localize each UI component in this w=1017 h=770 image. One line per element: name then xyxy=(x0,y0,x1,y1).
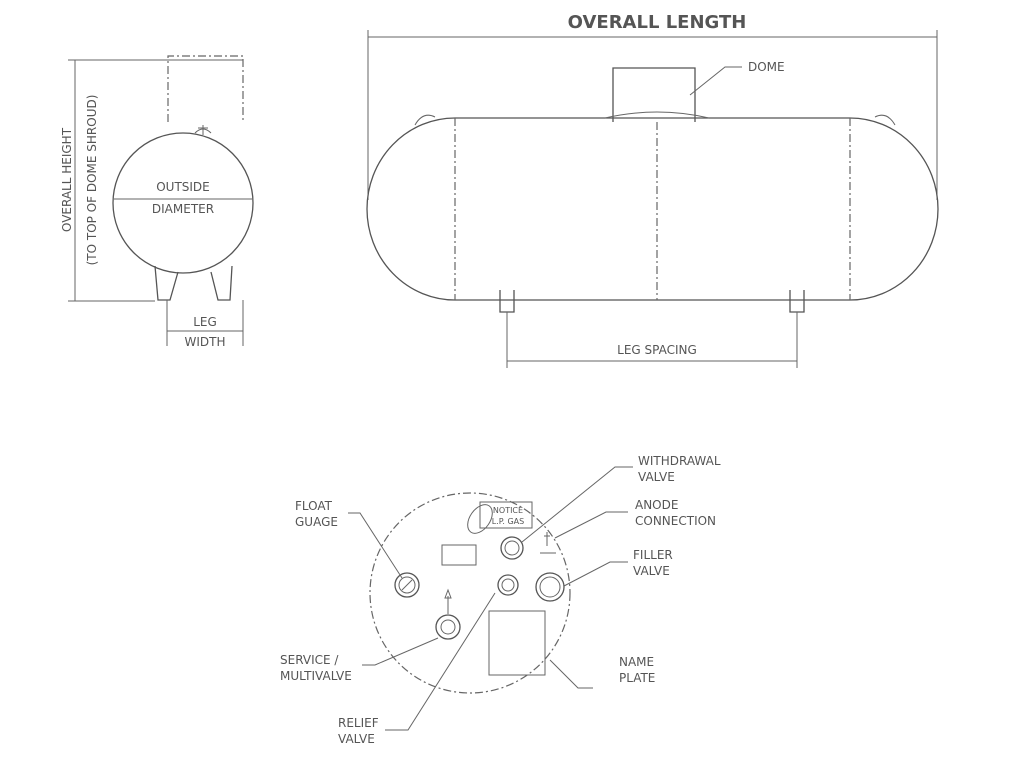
anode-icon xyxy=(540,532,556,554)
overall-height-note: (TO TOP OF DOME SHROUD) xyxy=(85,95,99,266)
filler-valve-label: FILLER xyxy=(633,548,673,562)
leg-label: LEG xyxy=(193,315,217,329)
overall-height-label: OVERALL HEIGHT xyxy=(60,127,74,232)
name-plate xyxy=(488,610,546,676)
tank-legs xyxy=(154,265,233,301)
notice-tag-hanger xyxy=(467,504,493,534)
withdrawal-valve-fitting xyxy=(500,536,524,560)
withdrawal-valve-leader xyxy=(521,466,633,543)
float-gauge-label: FLOAT xyxy=(295,499,333,513)
overall-length-label: OVERALL LENGTH xyxy=(568,12,747,33)
filler-valve-label-2: VALVE xyxy=(633,564,670,578)
relief-valve-label: RELIEF xyxy=(338,716,379,730)
side-view: OVERALL LENGTH DOME LEG SPACING xyxy=(366,12,939,368)
side-legs xyxy=(499,290,805,313)
dome-leader xyxy=(689,66,742,96)
notice-tag-line2: L.P. GAS xyxy=(492,517,524,526)
width-label: WIDTH xyxy=(185,335,226,349)
relief-valve-fitting xyxy=(497,574,519,596)
lifting-lugs xyxy=(414,114,896,126)
float-gauge-label-2: GUAGE xyxy=(295,515,338,529)
relief-valve-leader xyxy=(385,592,496,731)
float-gauge-leader xyxy=(348,512,403,579)
service-multivalve-label: SERVICE / xyxy=(280,653,339,667)
service-multivalve-inner-ring xyxy=(440,619,456,635)
name-plate-label: NAME xyxy=(619,655,654,669)
service-multivalve-fitting xyxy=(435,614,461,640)
outside-label: OUTSIDE xyxy=(156,180,210,194)
relief-valve-inner-ring xyxy=(501,578,515,592)
notice-tag-line1: NOTICE xyxy=(493,506,523,515)
dome-fitting-icon xyxy=(194,125,212,135)
withdrawal-valve-inner-ring xyxy=(504,540,520,556)
name-plate-leader xyxy=(549,659,593,689)
relief-valve-label-2: VALVE xyxy=(338,732,375,746)
diameter-label: DIAMETER xyxy=(152,202,214,216)
name-plate-label-2: PLATE xyxy=(619,671,655,685)
dome-base-curve xyxy=(604,111,710,119)
service-multivalve-leader xyxy=(362,637,439,666)
float-gauge-fitting xyxy=(394,572,420,598)
service-multivalve-label-2: MULTIVALVE xyxy=(280,669,352,683)
dome-outline xyxy=(369,492,571,694)
anode-connection-label-2: CONNECTION xyxy=(635,514,716,528)
dome-label: DOME xyxy=(748,60,785,74)
withdrawal-valve-label-2: VALVE xyxy=(638,470,675,484)
filler-valve-leader xyxy=(563,561,628,587)
notice-tag xyxy=(479,501,533,529)
dome-shroud xyxy=(612,67,696,122)
tank-end-circle xyxy=(112,132,254,274)
end-view: OUTSIDE DIAMETER OVERALL HEIGHT (TO TOP … xyxy=(60,55,254,349)
anode-connection-leader xyxy=(554,511,628,539)
filler-valve-inner-ring xyxy=(539,576,561,598)
arrow-up-icon xyxy=(444,588,452,614)
dome-fittings-view: NOTICE L.P. GAS FLOAT GUAGE WITHDRAWAL V… xyxy=(280,454,721,746)
leg-spacing-label: LEG SPACING xyxy=(617,343,697,357)
filler-valve-fitting xyxy=(535,572,565,602)
float-gauge-inner-ring xyxy=(398,576,416,594)
float-gauge-needle xyxy=(401,579,413,591)
withdrawal-valve-label: WITHDRAWAL xyxy=(638,454,721,468)
gauge-bracket-icon xyxy=(441,544,477,566)
tank-body xyxy=(366,117,939,301)
anode-connection-label: ANODE xyxy=(635,498,678,512)
dome-shroud-outline xyxy=(167,55,244,122)
